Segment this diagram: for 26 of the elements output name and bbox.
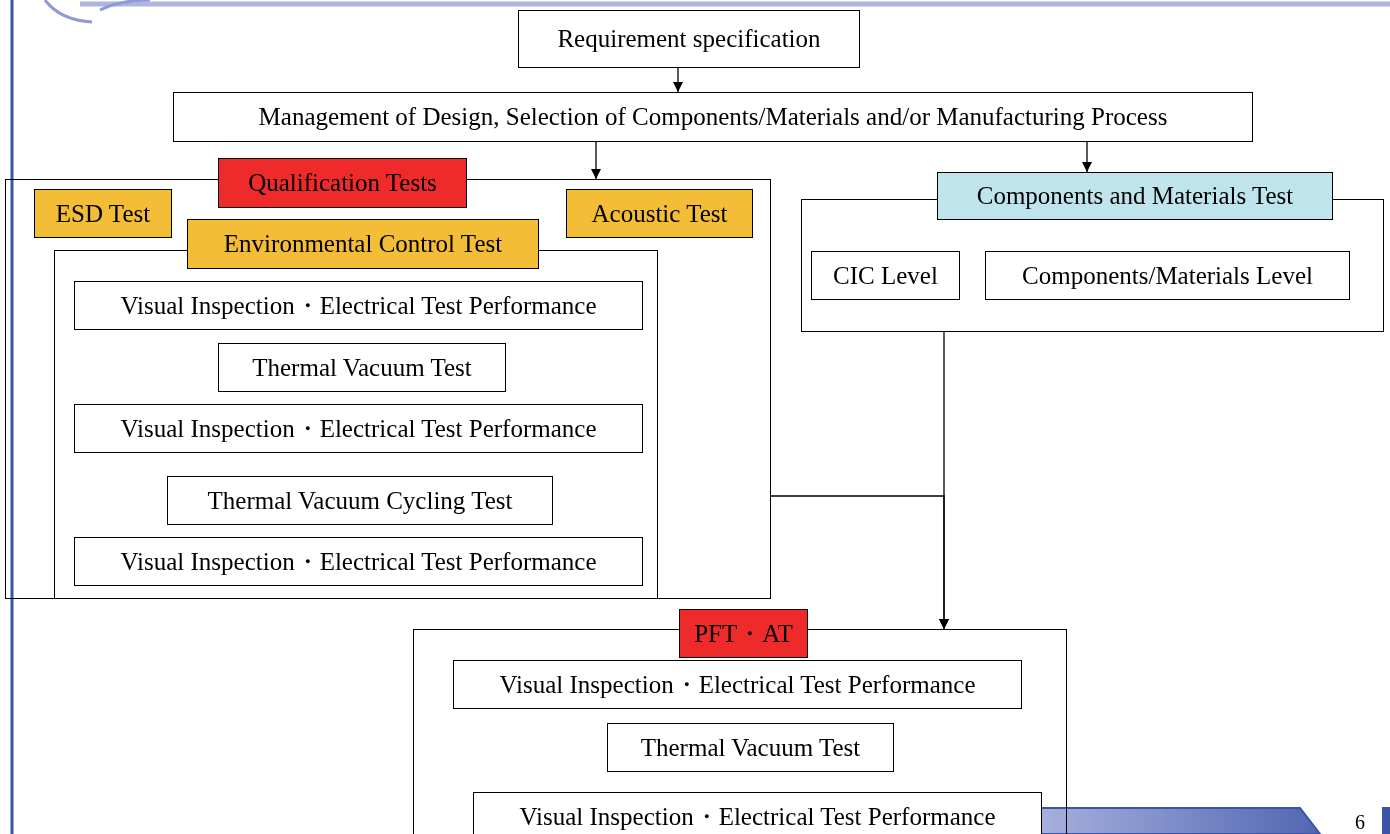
group-container [413, 609, 1067, 834]
process-box: Components/Materials Level [985, 251, 1350, 300]
process-box: Acoustic Test [566, 189, 753, 238]
group-container [5, 158, 771, 599]
arrow [770, 495, 950, 630]
process-box: Visual Inspection・Electrical Test Performance [74, 537, 643, 586]
group-heading: PFT・AT [679, 609, 808, 658]
arrow [672, 67, 684, 93]
arrow [590, 141, 602, 180]
process-box: Requirement specification [518, 10, 860, 68]
process-box: Visual Inspection・Electrical Test Performance [453, 660, 1022, 709]
process-box: Management of Design, Selection of Components/Materials and/or Manufacturing Process [173, 92, 1253, 142]
process-box: Visual Inspection・Electrical Test Performance [74, 281, 643, 330]
process-box: Thermal Vacuum Test [218, 343, 506, 392]
group-heading: Qualification Tests [218, 158, 467, 208]
process-box: ESD Test [34, 189, 172, 238]
group-heading: Environmental Control Test [187, 219, 539, 269]
page-number: 6 [1355, 811, 1365, 834]
process-box: CIC Level [811, 251, 960, 300]
process-box: Visual Inspection・Electrical Test Performance [473, 792, 1042, 834]
arrow [1081, 141, 1093, 173]
process-box: Thermal Vacuum Cycling Test [167, 476, 553, 525]
group-container [801, 172, 1384, 332]
process-box: Thermal Vacuum Test [607, 723, 894, 772]
process-box: Visual Inspection・Electrical Test Performance [74, 404, 643, 453]
group-heading: Components and Materials Test [937, 172, 1333, 220]
